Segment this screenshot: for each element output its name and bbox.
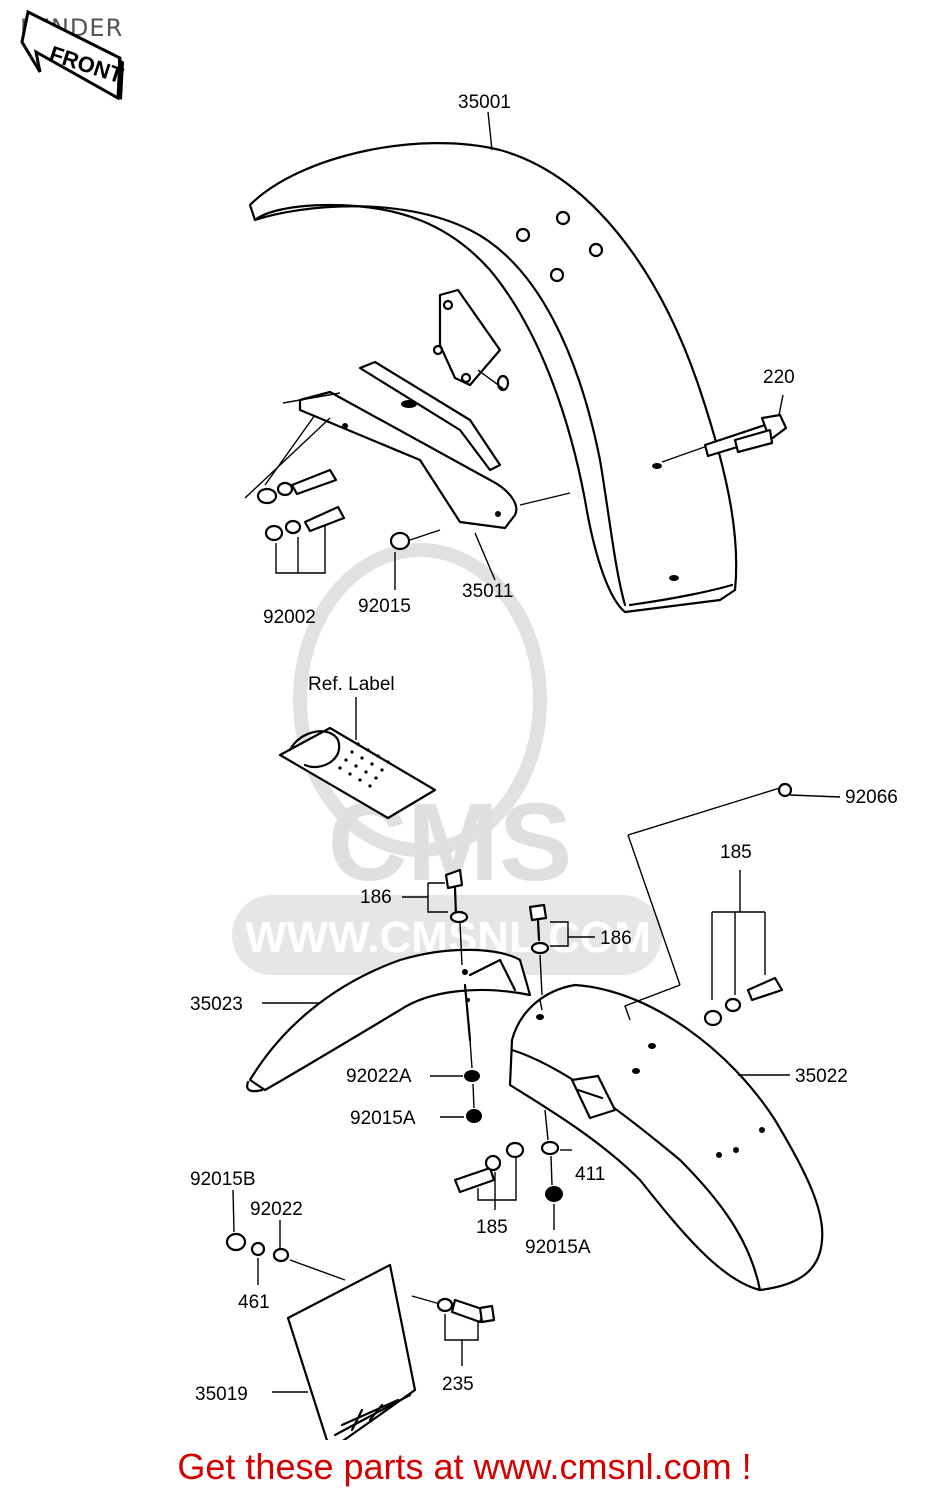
label-220: 220 — [763, 367, 795, 388]
bolts-220 — [661, 394, 788, 463]
label-92022: 92022 — [250, 1199, 303, 1220]
label-92015A-bottom: 92015A — [525, 1237, 591, 1258]
label-92015B: 92015B — [190, 1169, 256, 1190]
label-186-left: 186 — [360, 887, 392, 908]
label-185-top: 185 — [720, 842, 752, 863]
ref-label-decal — [278, 697, 437, 820]
nuts-92022A-92015A — [430, 1039, 482, 1123]
label-92022A: 92022A — [346, 1066, 412, 1087]
label-35011: 35011 — [462, 581, 513, 602]
bolts-186 — [402, 868, 595, 996]
rear-fender-35022 — [508, 782, 841, 1292]
label-35023: 35023 — [190, 994, 243, 1015]
label-35001: 35001 — [458, 92, 511, 113]
mud-flap-35019 — [272, 1263, 417, 1440]
label-92015: 92015 — [358, 596, 411, 617]
label-35022: 35022 — [795, 1066, 848, 1087]
front-arrow-icon: FRONT — [20, 9, 127, 101]
footer-link-cta[interactable]: Get these parts at www.cmsnl.com ! — [177, 1446, 752, 1487]
hardware-92002 — [244, 414, 346, 574]
fender-brace-35011 — [282, 360, 571, 530]
front-fender-35001 — [248, 141, 738, 614]
bolts-185-lower — [453, 1141, 525, 1210]
parts-411-92015A — [540, 1109, 572, 1230]
label-186-right: 186 — [600, 928, 632, 949]
parts-92015B-92022-461 — [225, 1189, 346, 1285]
leader-35001 — [487, 111, 493, 151]
label-235: 235 — [442, 1374, 474, 1395]
label-ref-label: Ref. Label — [308, 674, 395, 695]
label-411: 411 — [575, 1164, 605, 1185]
rear-fender-front-35023 — [246, 948, 532, 1093]
label-92002: 92002 — [263, 607, 316, 628]
bolts-185-upper — [703, 870, 784, 1027]
exploded-view-drawing: CMS WWW.CMSNL.COM FRONT — [20, 9, 898, 1440]
label-92015A-left: 92015A — [350, 1108, 416, 1129]
label-461: 461 — [238, 1292, 270, 1313]
label-35019: 35019 — [195, 1384, 248, 1405]
label-185-bottom: 185 — [476, 1217, 508, 1238]
bolt-235 — [411, 1295, 496, 1366]
nut-92015 — [389, 529, 496, 590]
label-92066: 92066 — [845, 787, 898, 808]
